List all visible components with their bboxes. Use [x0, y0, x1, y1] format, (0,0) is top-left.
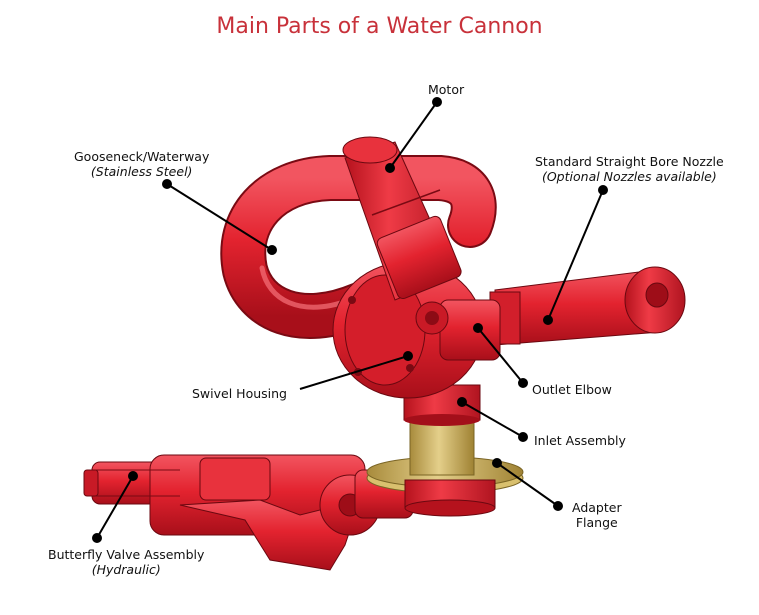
label-nozzle: Standard Straight Bore Nozzle (Optional … — [535, 154, 724, 184]
nozzle-leader — [547, 189, 604, 321]
label-motor-name: Motor — [428, 82, 465, 97]
inlet-leader-dot — [518, 432, 528, 442]
label-inlet: Inlet Assembly — [534, 433, 626, 448]
label-gooseneck-name: Gooseneck/Waterway — [74, 149, 210, 164]
label-motor: Motor — [428, 82, 464, 97]
nozzle-part — [489, 266, 686, 346]
label-gooseneck: Gooseneck/Waterway (Stainless Steel) — [74, 149, 209, 179]
outlet-leader — [477, 327, 524, 384]
label-butterfly-name: Butterfly Valve Assembly — [48, 547, 205, 562]
label-adapter-name: Adapter — [572, 500, 622, 515]
swivel-leader — [299, 355, 409, 390]
swivel-target-dot — [403, 351, 413, 361]
nozzle-target-dot — [543, 315, 553, 325]
motor-leader — [389, 101, 438, 169]
label-nozzle-name: Standard Straight Bore Nozzle — [535, 154, 724, 169]
label-inlet-name: Inlet Assembly — [534, 433, 626, 448]
label-nozzle-sub: (Optional Nozzles available) — [541, 169, 717, 184]
butterfly-target-dot — [128, 471, 138, 481]
motor-leader-dot — [432, 97, 442, 107]
label-adapter: Adapter Flange — [572, 500, 622, 530]
adapter-leader — [496, 462, 559, 507]
diagram-title: Main Parts of a Water Cannon — [216, 14, 543, 39]
inlet-target-dot — [457, 397, 467, 407]
label-outlet-name: Outlet Elbow — [532, 382, 612, 397]
outlet-leader-dot — [518, 378, 528, 388]
label-butterfly: Butterfly Valve Assembly (Hydraulic) — [48, 547, 204, 577]
gooseneck-part — [220, 155, 497, 339]
gooseneck-leader — [166, 183, 273, 251]
motor-part — [342, 136, 462, 301]
butterfly-leader-dot — [92, 533, 102, 543]
motor-target-dot — [385, 163, 395, 173]
gooseneck-leader-dot — [162, 179, 172, 189]
label-gooseneck-sub: (Stainless Steel) — [90, 164, 193, 179]
inlet-leader — [461, 401, 524, 438]
outlet-target-dot — [473, 323, 483, 333]
nozzle-leader-dot — [598, 185, 608, 195]
label-outlet: Outlet Elbow — [532, 382, 612, 397]
label-swivel: Swivel Housing — [192, 386, 287, 401]
label-butterfly-sub: (Hydraulic) — [91, 562, 161, 577]
gooseneck-target-dot — [267, 245, 277, 255]
label-swivel-name: Swivel Housing — [192, 386, 287, 401]
label-adapter-sub: Flange — [575, 515, 618, 530]
adapter-target-dot — [492, 458, 502, 468]
butterfly-valve-part — [83, 454, 414, 571]
butterfly-leader — [96, 475, 134, 539]
inlet-assembly-part — [403, 384, 481, 476]
adapter-leader-dot — [553, 501, 563, 511]
